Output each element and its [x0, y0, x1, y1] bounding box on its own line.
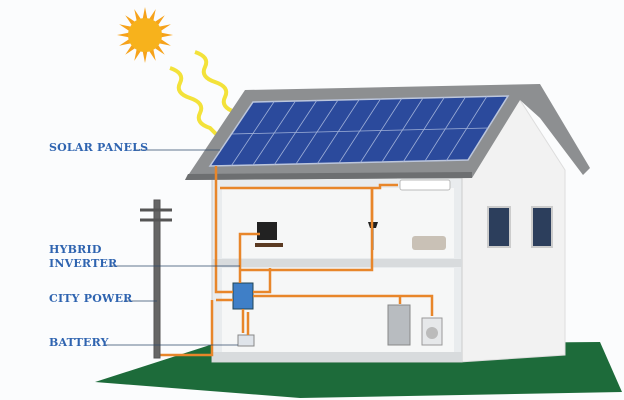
sofa	[412, 236, 446, 250]
wires	[160, 166, 434, 357]
sun-icon	[117, 7, 173, 63]
sun-ray	[154, 44, 165, 55]
sun-ray	[125, 44, 136, 55]
washing-machine	[421, 317, 443, 346]
sun-ray	[134, 48, 142, 61]
sun-ray	[160, 32, 173, 38]
utility-pole	[140, 199, 172, 359]
sun-ray	[142, 50, 148, 63]
refrigerator	[387, 304, 411, 346]
sunlight-rays	[169, 50, 245, 142]
sun-ray	[142, 7, 148, 20]
sun-ray	[117, 32, 130, 38]
label-inverter: INVERTER	[49, 257, 118, 270]
label-solar-panels: SOLAR PANELS	[49, 141, 149, 154]
label-leaders	[104, 149, 240, 346]
panel-divider	[231, 127, 489, 135]
window	[531, 206, 553, 248]
hybrid-inverter	[232, 282, 254, 310]
sun-ray	[134, 9, 142, 22]
label-battery: BATTERY	[49, 336, 109, 349]
tv	[255, 222, 283, 247]
air-conditioner	[399, 179, 451, 191]
sun-ray	[119, 24, 132, 32]
label-city-power: CITY POWER	[49, 292, 133, 305]
sun-ray	[125, 15, 136, 26]
sun-ray	[154, 15, 165, 26]
sun-ray	[148, 9, 156, 22]
sun-ray	[119, 38, 132, 46]
sun-ray	[148, 48, 156, 61]
lower-room	[222, 268, 454, 352]
sun-ray	[158, 24, 171, 32]
sun-ray	[158, 38, 171, 46]
battery	[237, 334, 255, 347]
label-hybrid: HYBRID	[49, 243, 102, 256]
window	[487, 206, 511, 248]
